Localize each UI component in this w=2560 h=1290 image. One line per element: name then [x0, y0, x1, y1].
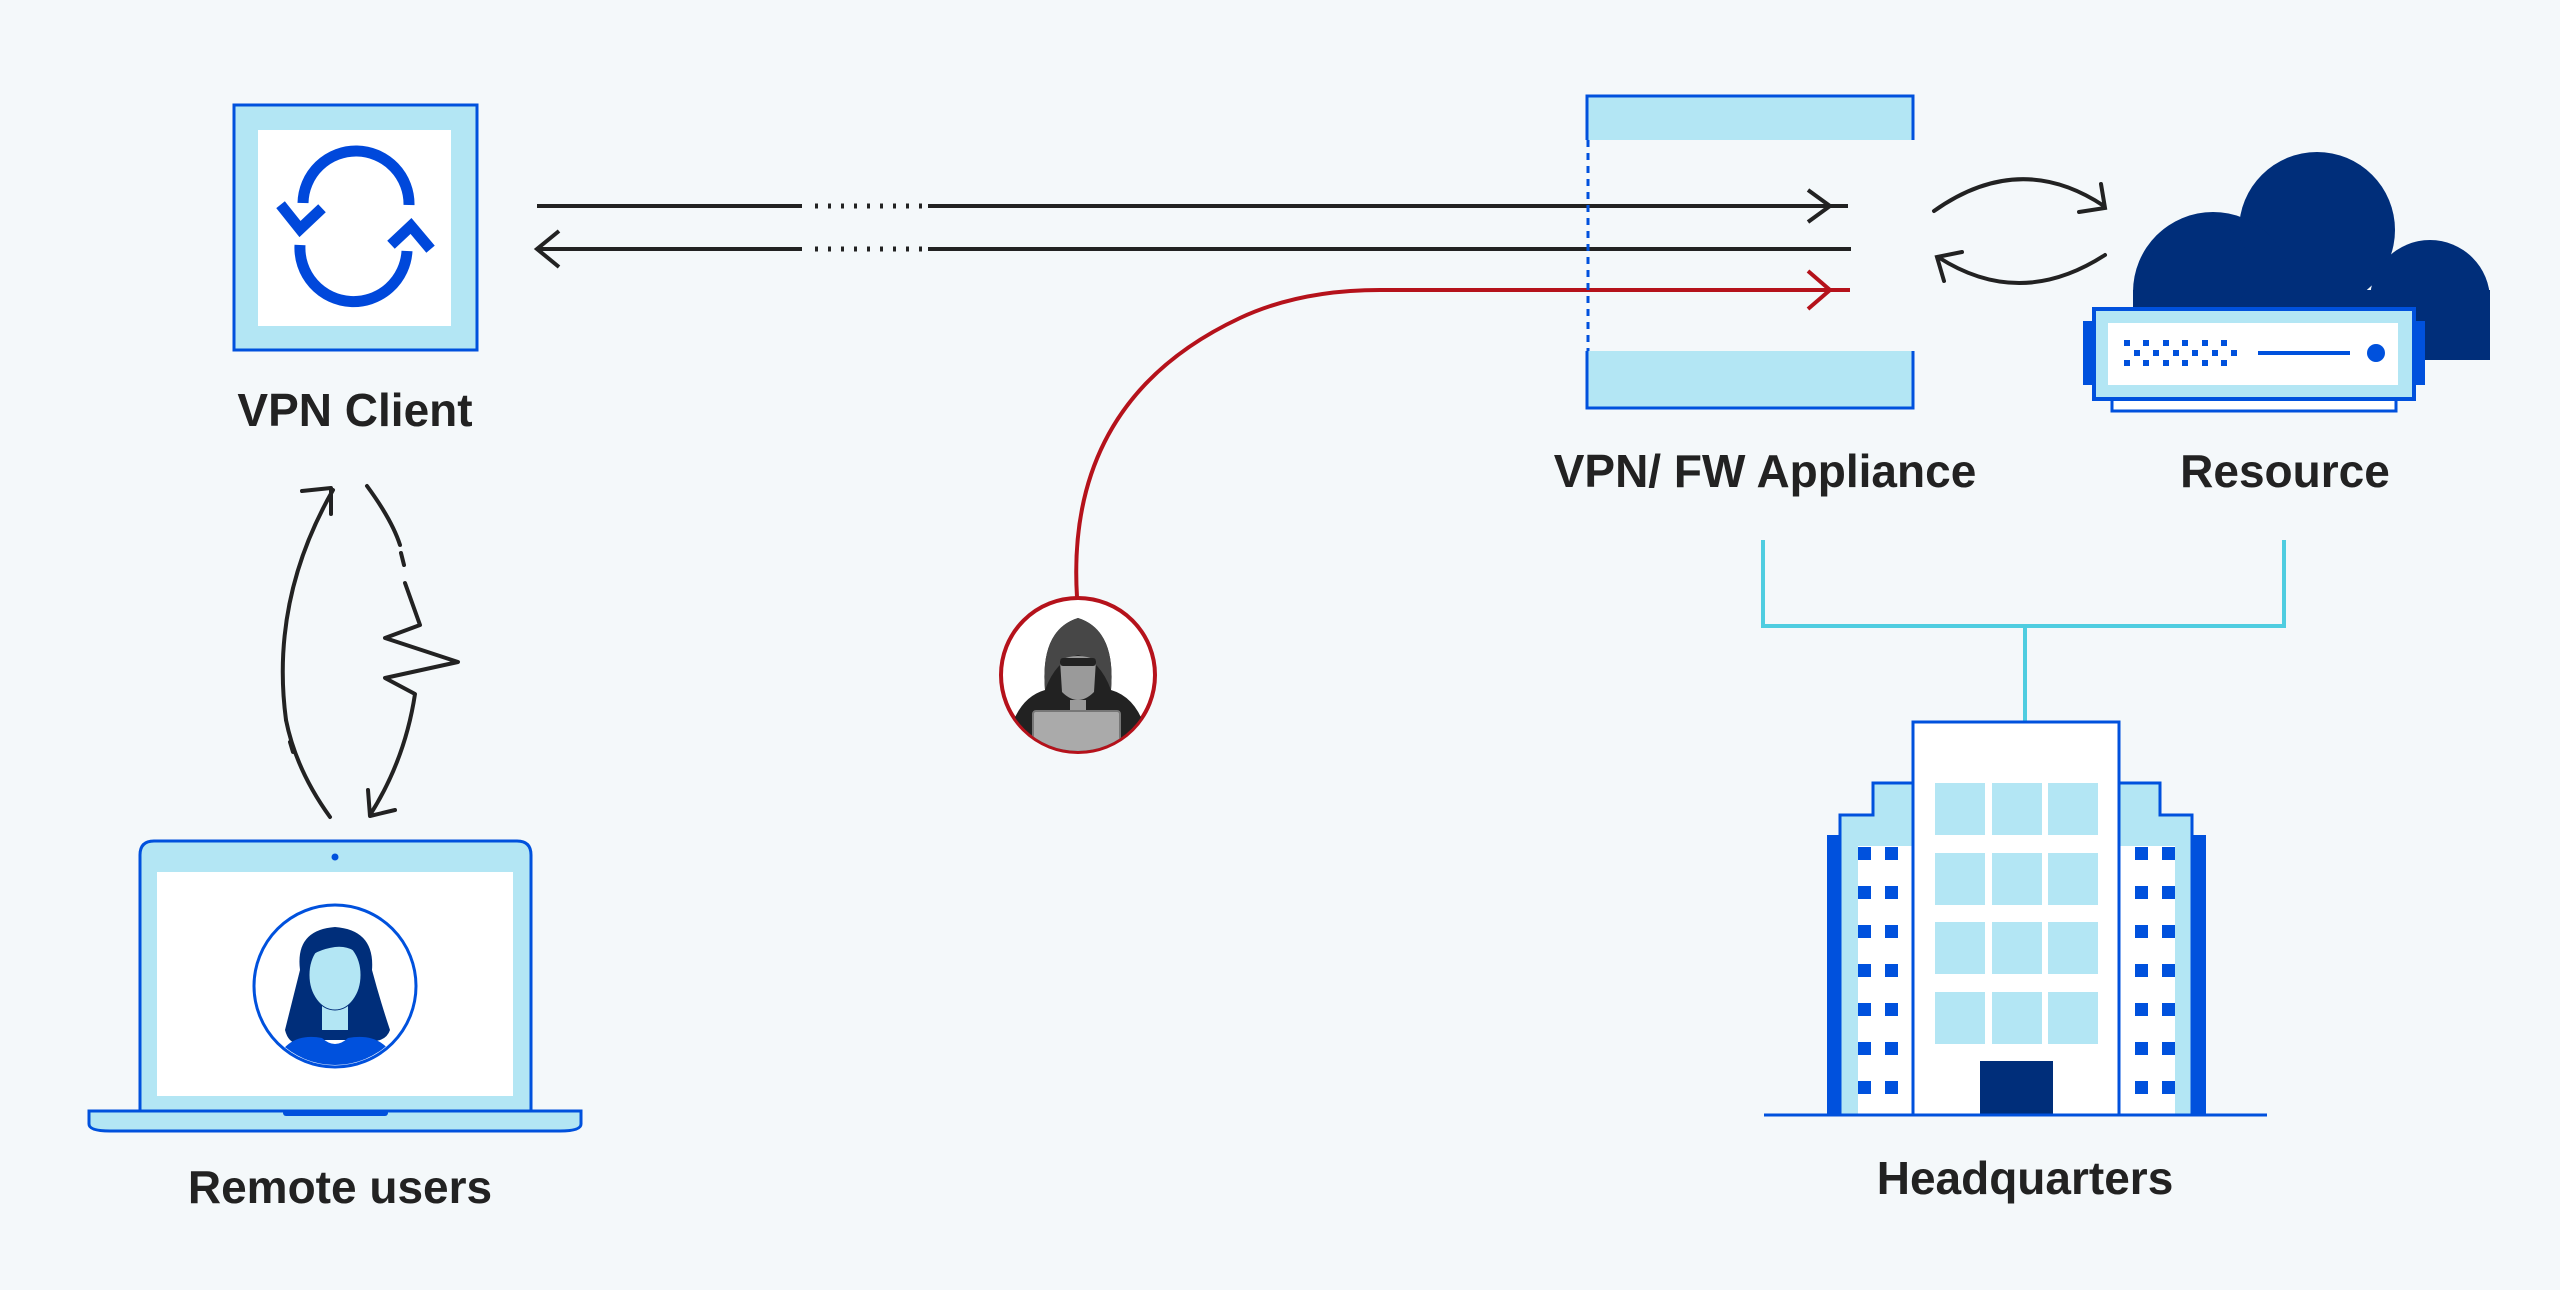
appliance-label: VPN/ FW Appliance [1553, 445, 1977, 497]
server-status-dots [2124, 340, 2237, 366]
remote-users-node[interactable] [87, 839, 583, 1133]
attack-path [1074, 269, 1850, 598]
building-door [1980, 1061, 2053, 1115]
appliance-resource-exchange [1932, 177, 2108, 285]
appliance-bottom-bar [1585, 351, 1915, 410]
resource-node[interactable] [2083, 152, 2490, 413]
arrow-up-head [300, 486, 333, 516]
tunnel-lines [533, 188, 1851, 269]
client-laptop-connection [280, 484, 460, 819]
appliance-top-bar [1585, 94, 1915, 140]
headquarters-label: Headquarters [1876, 1152, 2174, 1204]
sync-icon [276, 145, 435, 307]
tower-windows [1935, 783, 2098, 1044]
connection-zigzag [368, 581, 460, 817]
headquarters-node[interactable] [1764, 720, 2267, 1117]
attacker-node[interactable] [999, 596, 1157, 760]
server-power-led [2367, 344, 2385, 362]
attack-arrow-head [1806, 269, 1834, 311]
server-icon [2083, 307, 2425, 413]
arrow-down-head [366, 788, 397, 818]
remote-users-label: Remote users [187, 1161, 493, 1213]
resource-label: Resource [2180, 445, 2390, 497]
appliance-node[interactable] [1585, 94, 1915, 410]
connection-arc-left-lower [284, 718, 332, 819]
hq-connector [1761, 540, 2286, 722]
hacker-icon [1005, 618, 1151, 751]
vpn-client-label: VPN Client [237, 384, 473, 436]
connection-arc-left [280, 488, 335, 722]
side-windows [1858, 847, 2175, 1094]
office-building-icon [1764, 720, 2267, 1117]
user-avatar [252, 903, 418, 1069]
arrow-left-head [533, 229, 561, 269]
arrow-right-head [1806, 188, 1834, 224]
vpn-client-node[interactable] [232, 103, 479, 352]
